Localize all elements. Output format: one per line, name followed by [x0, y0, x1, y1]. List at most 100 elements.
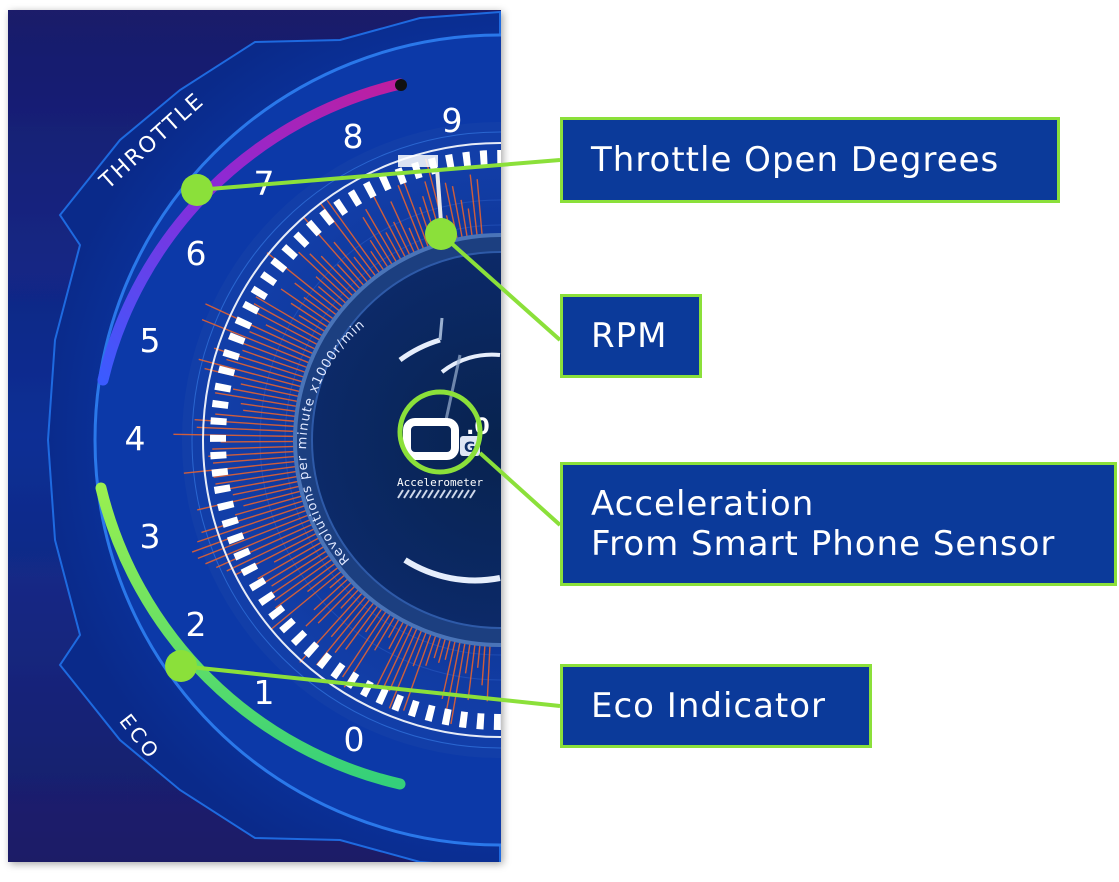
spectrum-bar: [345, 600, 382, 650]
callout-throttle-open-degrees: Throttle Open Degrees: [560, 117, 1060, 203]
spectrum-bar: [476, 179, 484, 241]
spectrum-bar: [307, 563, 344, 593]
spectrum-bar: [229, 474, 304, 490]
callout-acceleration: Acceleration From Smart Phone Sensor: [560, 462, 1117, 586]
rpm-tick-4: 4: [125, 419, 146, 458]
callout-line: From Smart Phone Sensor: [591, 524, 1056, 564]
spectrum-bar: [317, 581, 360, 624]
spectrum-bar: [201, 498, 310, 534]
spectrum-bar: [243, 409, 302, 418]
spectrum-bar: [469, 174, 479, 242]
spectrum-bar: [274, 555, 338, 601]
spectrum-bar: [226, 358, 309, 385]
leader-eco: [180, 664, 561, 708]
spectrum-bar: [330, 591, 371, 638]
eco-arc: [95, 482, 406, 790]
spectrum-bar: [271, 547, 332, 587]
spectrum-bar: [197, 512, 315, 560]
spectrum-bar: [294, 282, 342, 320]
rpm-tick-5: 5: [140, 321, 161, 360]
rpm-scale: 0 1 2 3 4 5 6 7 8 9: [125, 101, 463, 759]
spectrum-bar: [298, 251, 355, 305]
spectrum-bar: [333, 241, 372, 288]
spectrum-bar: [234, 493, 308, 516]
accelerometer-hatch: [397, 489, 476, 499]
spectrum-bar: [232, 479, 305, 496]
spectrum-bar: [258, 543, 330, 587]
spectrum-bar: [320, 255, 362, 298]
spectrum-bar: [280, 288, 336, 328]
accelerometer-label: Accelerometer: [397, 476, 483, 489]
marker-eco: [165, 650, 197, 682]
spectrum-bar: [242, 349, 312, 375]
spectrum-bar: [232, 388, 304, 404]
rpm-tick-1: 1: [254, 673, 275, 712]
marker-throttle: [181, 174, 213, 206]
spectrum-bar: [388, 622, 420, 692]
spectrum-bar: [309, 253, 358, 301]
spectrum-bar: [240, 402, 303, 413]
spectrum-bar: [197, 484, 306, 511]
spectrum-bar: [412, 626, 429, 667]
spectrum-bar: [220, 440, 301, 443]
spectrum-bar: [393, 221, 413, 261]
leader-lines: [180, 158, 562, 708]
rpm-tick-8: 8: [343, 117, 364, 156]
rpm-tick-3: 3: [140, 517, 161, 556]
spectrum-bar: [441, 635, 458, 700]
spectrum-bar: [334, 597, 378, 654]
spectrum-bar: [253, 302, 326, 344]
spectrum-bar: [265, 324, 321, 353]
leader-throttle: [196, 158, 561, 192]
spectrum-bar: [365, 208, 401, 268]
rpm-tick-6: 6: [186, 234, 207, 273]
marker-rpm: [425, 218, 457, 250]
spectrum-bar: [467, 638, 477, 701]
spectrum-bar: [240, 383, 305, 399]
spectrum-bar: [215, 521, 318, 569]
rpm-tick-9: 9: [442, 101, 463, 140]
spectrum-bar: [374, 618, 412, 689]
spectrum-bar: [341, 606, 390, 678]
marker-acceleration: [397, 389, 483, 475]
striped-ring: [210, 150, 501, 730]
spectrum-bar: [249, 330, 317, 362]
spectrum-bar: [443, 636, 462, 722]
spectrum-bar: [226, 525, 320, 572]
spectrum-bar: [481, 639, 487, 686]
spectrum-bar: [215, 469, 303, 485]
spectrum-bar: [390, 201, 418, 259]
spectrum-bar: [305, 577, 357, 627]
spectrum-bar: [263, 551, 335, 600]
spectrum-bar: [198, 358, 307, 389]
spectrum-bar: [450, 636, 467, 725]
spectrum-bar: [215, 413, 301, 423]
leader-markers: [165, 174, 483, 682]
spectrum-bar: [191, 507, 313, 553]
spectrum-bar: [451, 186, 464, 244]
spectrum-bar: [486, 639, 491, 702]
spectrum-bar: [460, 199, 469, 243]
spectrum-bar: [212, 445, 301, 450]
callout-line: Acceleration: [591, 484, 815, 524]
spectrum-bar: [313, 574, 353, 611]
spectrum-bar: [214, 392, 303, 409]
callout-line: RPM: [591, 316, 668, 356]
spectrum-bar: [315, 276, 351, 308]
spectrum-bar: [243, 489, 307, 507]
spectrum-bar: [201, 318, 315, 366]
spectrum-bar: [275, 559, 341, 609]
rpm-tick-0: 0: [344, 720, 365, 759]
spectrum-bar: [273, 534, 325, 563]
spectrum-bar: [212, 455, 301, 464]
spectrum-bar: [372, 195, 409, 263]
callout-rpm: RPM: [560, 294, 702, 378]
spectrum-bar: [255, 296, 328, 340]
spectrum-bar: [257, 538, 327, 580]
spectrum-bar: [402, 628, 434, 711]
acceleration-zero-box: [403, 418, 459, 460]
leader-rpm: [439, 232, 562, 342]
callout-line: Eco Indicator: [591, 686, 827, 726]
spectrum-bar: [213, 465, 302, 478]
spectrum-bar: [290, 302, 334, 332]
